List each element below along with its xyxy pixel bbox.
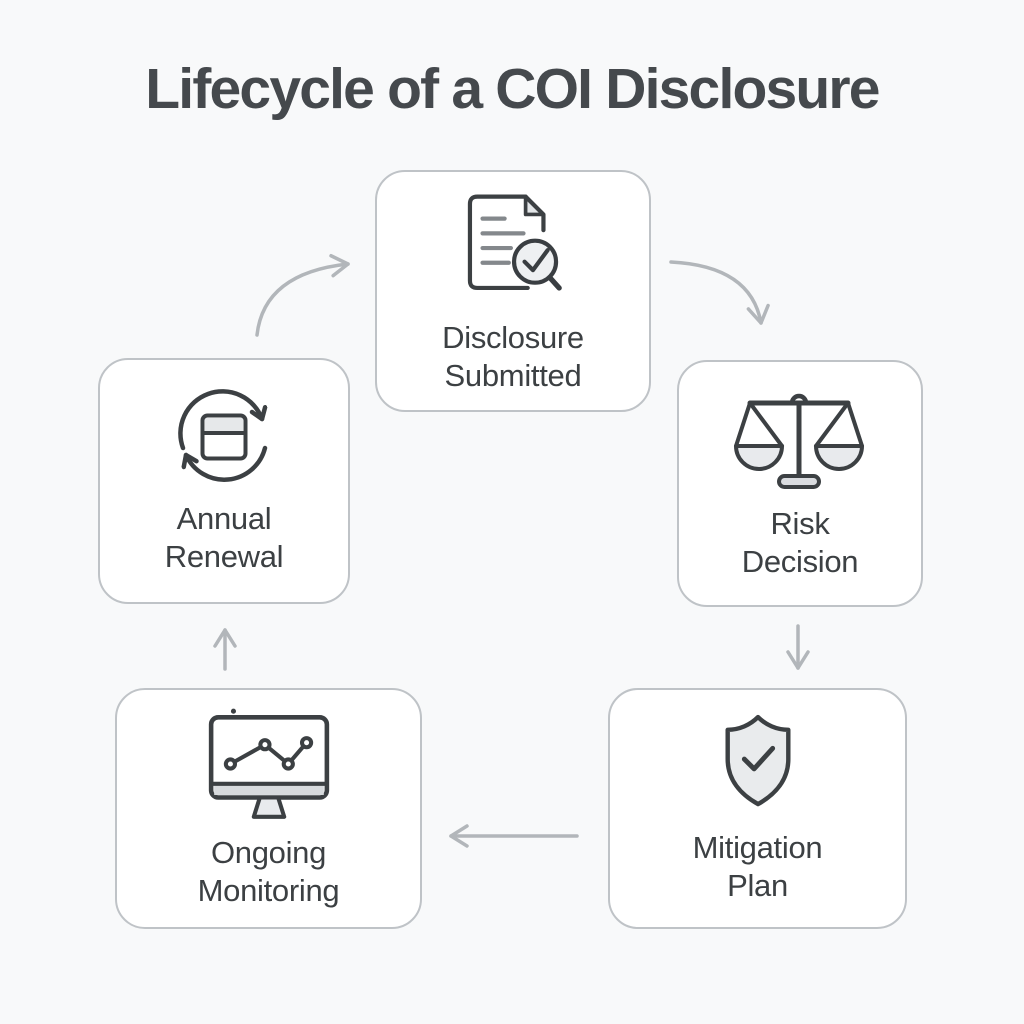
node-label: Risk Decision [741, 505, 859, 579]
node-label: Disclosure Submitted [442, 319, 584, 393]
node-risk-decision: Risk Decision [677, 360, 923, 607]
node-disclosure-submitted: Disclosure Submitted [375, 170, 651, 412]
node-mitigation-plan: Mitigation Plan [608, 688, 907, 929]
arrow-renewal-to-disclosure [255, 254, 350, 337]
node-annual-renewal: Annual Renewal [98, 358, 350, 604]
document-check-icon [467, 194, 562, 291]
node-ongoing-monitoring: Ongoing Monitoring [115, 688, 422, 929]
shield-check-icon [724, 714, 791, 806]
page-title: Lifecycle of a COI Disclosure [145, 57, 880, 121]
node-label: Mitigation Plan [692, 829, 823, 903]
node-label: Annual Renewal [164, 500, 284, 574]
monitor-chart-icon [208, 708, 329, 819]
scales-icon [734, 393, 864, 489]
refresh-calendar-icon [178, 388, 274, 482]
node-label: Ongoing Monitoring [197, 835, 340, 908]
arrow-disclosure-to-risk [669, 260, 770, 325]
